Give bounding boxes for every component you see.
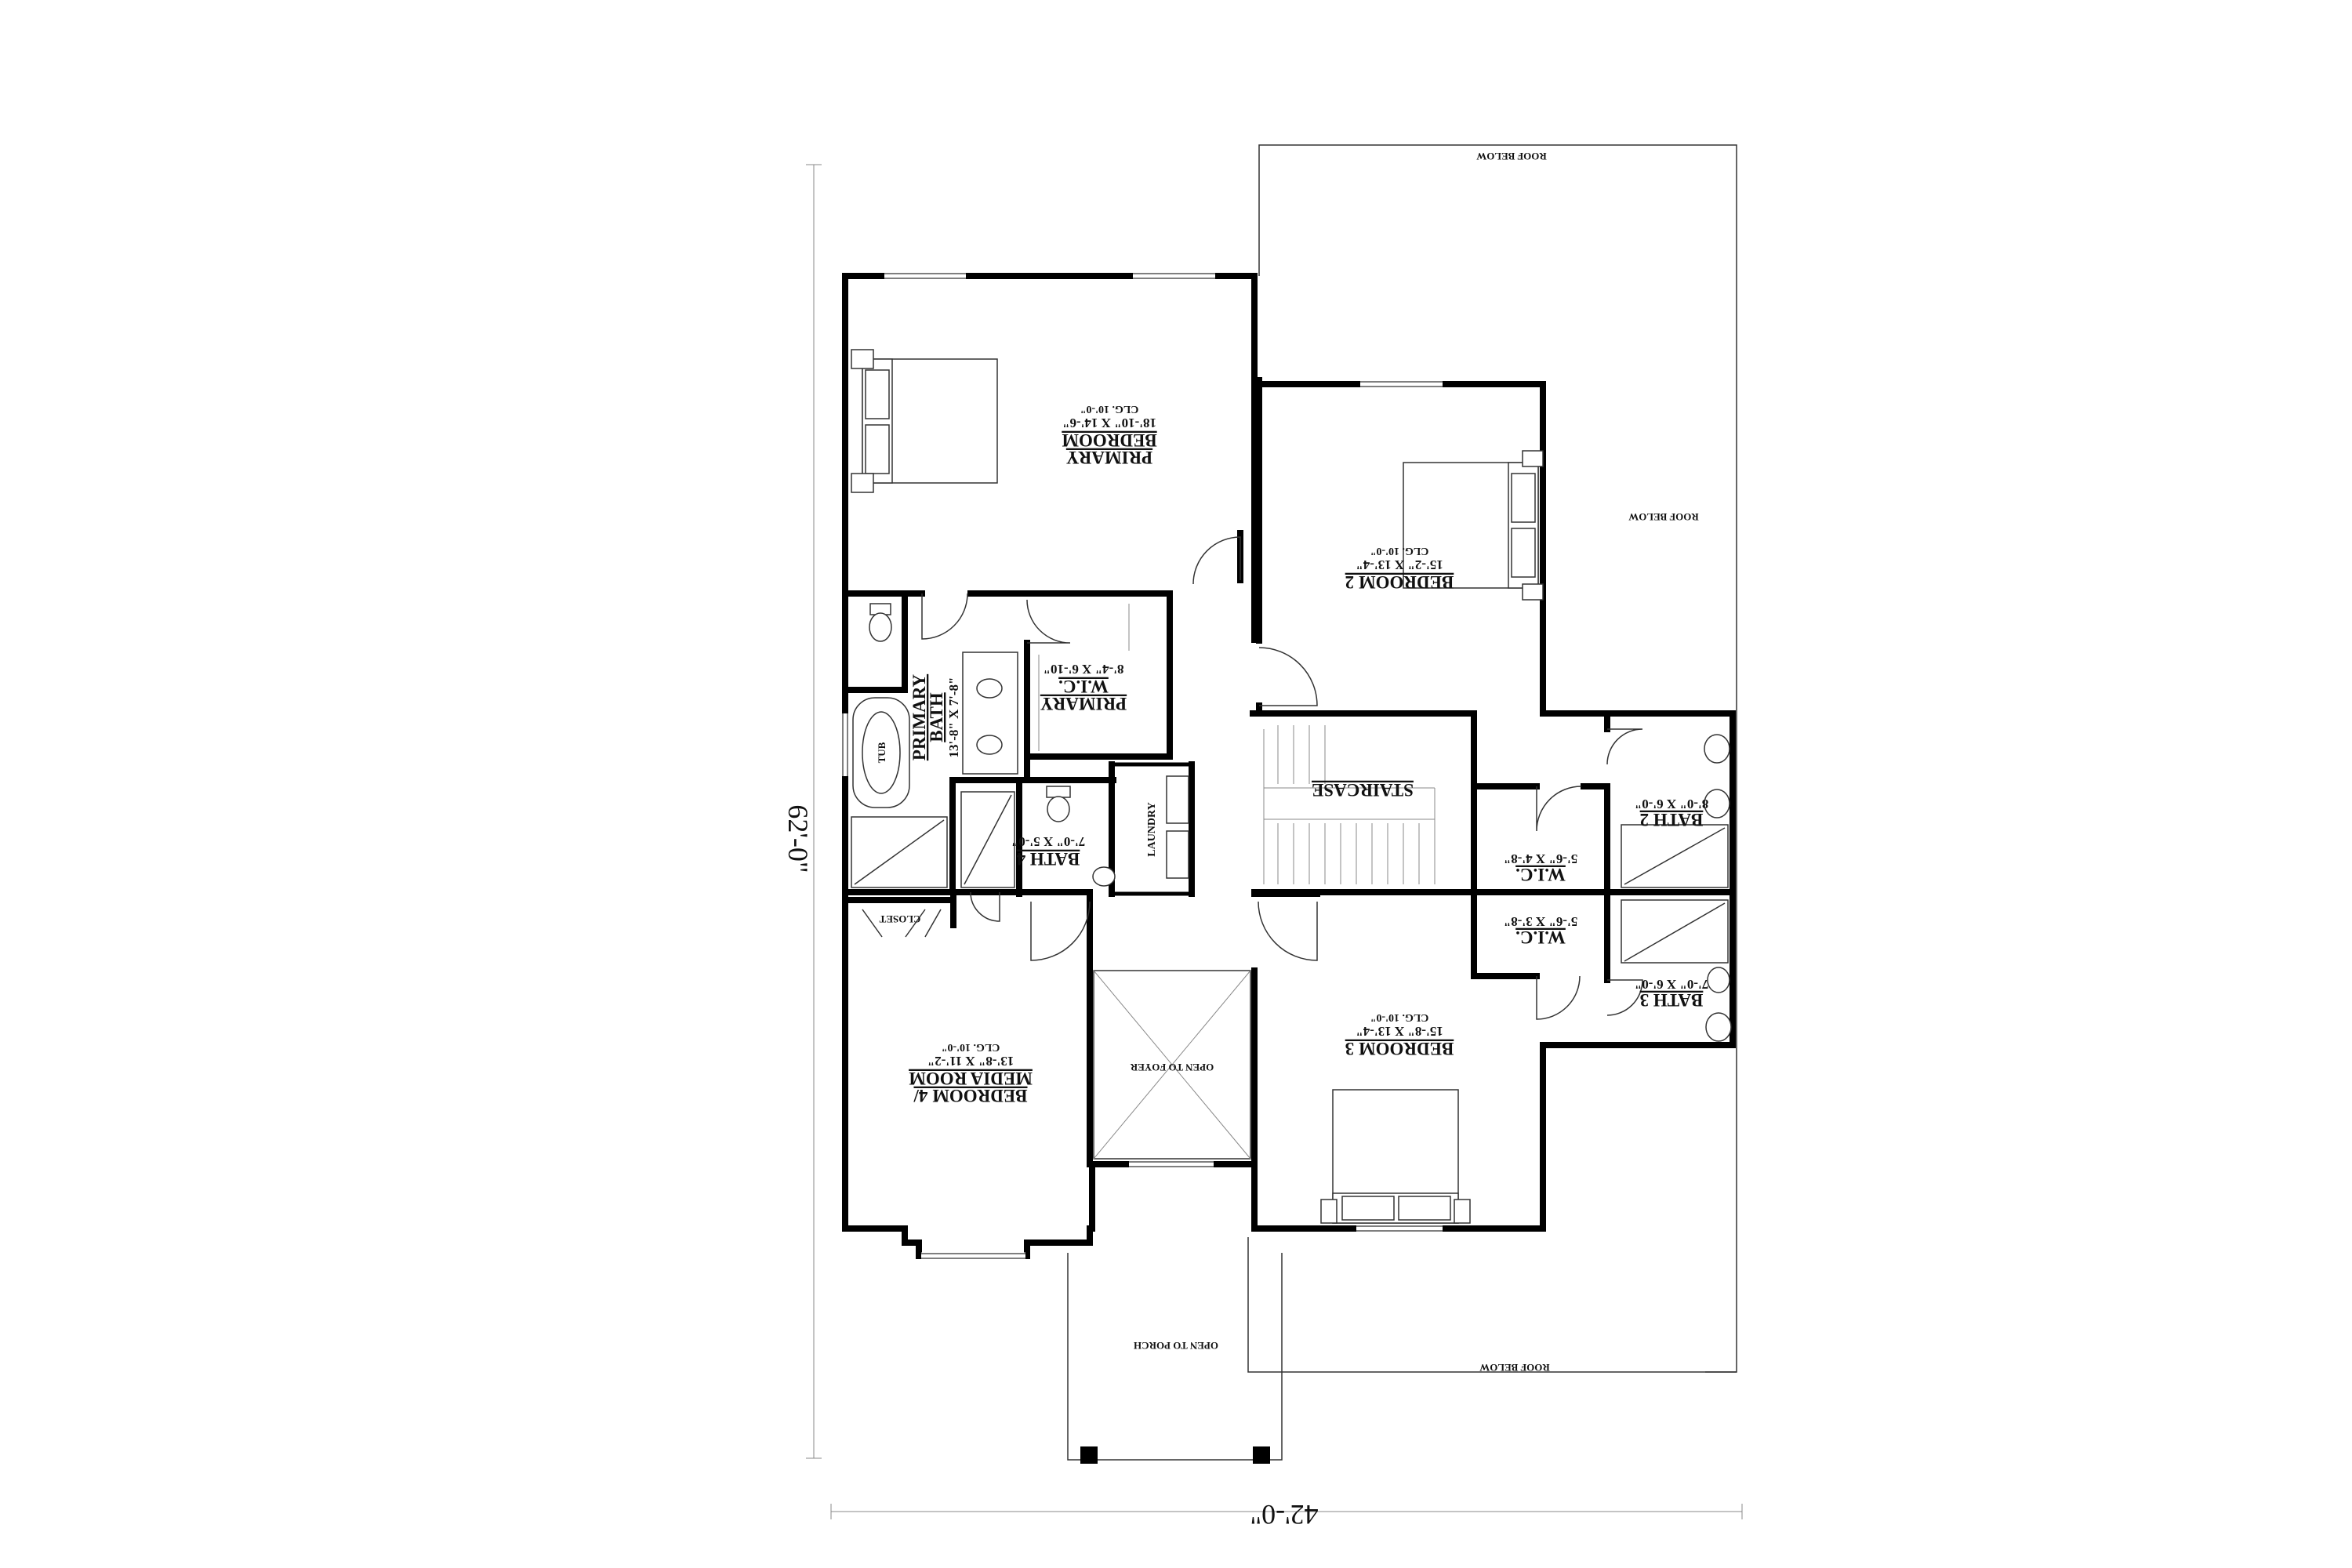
open-to-foyer-note: OPEN TO FOYER — [1130, 1062, 1214, 1073]
bedroom-2-name: BEDROOM 2 — [1345, 572, 1454, 592]
windows — [841, 272, 1443, 1260]
primary-bedroom-size: 18'-10" X 14'-6" — [1062, 416, 1156, 430]
bath-2-size: 8'-0" X 6'-0" — [1635, 797, 1708, 811]
bedroom-2-size: 15'-2" X 13'-4" — [1356, 557, 1443, 572]
stair-treads — [1263, 725, 1436, 884]
roof-outlines — [1067, 144, 1737, 1461]
wic-1-name: W.I.C. — [1515, 865, 1566, 884]
primary-wic-line2: W.I.C. — [1058, 677, 1109, 696]
closet-label: CLOSET — [879, 913, 920, 925]
primary-wic-line1: PRIMARY — [1040, 694, 1127, 713]
bath-4-name: BATH 4 — [1016, 849, 1080, 869]
wic-2-name: W.I.C. — [1515, 927, 1566, 947]
depth-dimension: 62'-0" — [782, 804, 814, 873]
dimension-lines — [806, 164, 1743, 1519]
tub-label: TUB — [876, 742, 887, 763]
room-labels: PRIMARY BEDROOM 18'-10" X 14'-6" CLG. 10… — [876, 403, 1708, 1105]
wic-2-size: 5'-6" X 3'-8" — [1504, 914, 1577, 929]
bedroom-4-ceiling: CLG. 10'-0" — [942, 1041, 1000, 1053]
bedroom-4-line2: MEDIA ROOM — [909, 1069, 1033, 1088]
bedroom-2-ceiling: CLG. 10'-0" — [1370, 545, 1429, 557]
porch-post-right — [1253, 1446, 1270, 1464]
staircase-label: STAIRCASE — [1312, 780, 1414, 800]
laundry-label: LAUNDRY — [1146, 802, 1158, 857]
roof-below-right-note: ROOF BELOW — [1628, 511, 1698, 523]
bedroom-4-line1: BEDROOM 4/ — [913, 1086, 1028, 1105]
bedroom-3-name: BEDROOM 3 — [1345, 1039, 1454, 1058]
primary-bedroom-ceiling: CLG. 10'-0" — [1080, 403, 1139, 415]
width-dimension: 42'-0" — [1250, 1499, 1318, 1530]
fixtures — [851, 349, 1732, 1464]
bath-4-size: 7'-0" X 5'-0" — [1011, 834, 1085, 849]
primary-bath-size: 13'-8" X 7'-8" — [946, 677, 961, 758]
roof-below-top-note: ROOF BELOW — [1476, 151, 1546, 162]
primary-bath-line2: BATH — [927, 692, 946, 742]
bath-3-name: BATH 3 — [1640, 990, 1704, 1010]
primary-bath-line1: PRIMARY — [909, 673, 929, 760]
bath-3-size: 7'-0" X 6'-0" — [1635, 977, 1708, 992]
primary-wic-size: 8'-4" X 6'-10" — [1044, 662, 1124, 677]
open-to-porch-note: OPEN TO PORCH — [1134, 1340, 1218, 1352]
bedroom-4-size: 13'-8" X 11'-2" — [927, 1054, 1014, 1069]
bath-2-name: BATH 2 — [1640, 810, 1704, 829]
bedroom-3-size: 15'-8" X 13'-4" — [1356, 1024, 1443, 1039]
porch-post-left — [1080, 1446, 1098, 1464]
primary-bedroom-line1: PRIMARY — [1065, 448, 1152, 467]
bedroom-3-ceiling: CLG. 10'-0" — [1370, 1011, 1429, 1023]
doors — [862, 536, 1643, 1020]
roof-below-bottom-note: ROOF BELOW — [1479, 1362, 1549, 1374]
plan-notes: OPEN TO FOYER OPEN TO PORCH ROOF BELOW R… — [1130, 151, 1699, 1374]
wic-1-size: 5'-6" X 4'-8" — [1504, 851, 1577, 866]
walls — [842, 273, 1736, 1259]
primary-bedroom-line2: BEDROOM — [1062, 430, 1157, 450]
